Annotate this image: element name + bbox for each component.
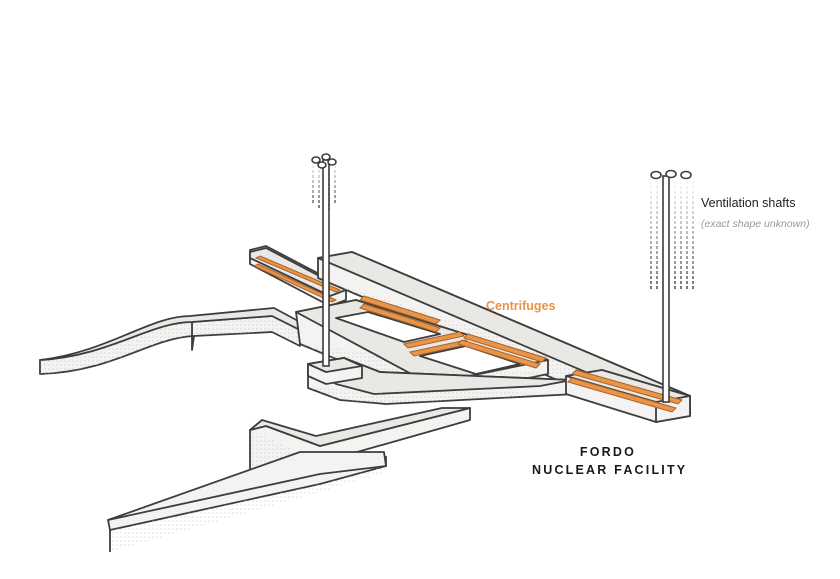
ventilation-shafts-note: (exact shape unknown): [701, 218, 810, 230]
facility-title-line2: NUCLEAR FACILITY: [532, 463, 688, 477]
centrifuges-label: Centrifuges: [486, 299, 556, 313]
facility-title-line1: FORDO: [579, 445, 637, 459]
centrifuge-cascades: [252, 255, 683, 413]
ventilation-shafts-left: [311, 153, 337, 367]
west-access-tunnel: [39, 307, 301, 375]
shaft-base: [307, 357, 363, 385]
ventilation-shafts-label: Ventilation shafts: [701, 196, 796, 210]
ventilation-shafts-right: [650, 169, 694, 403]
south-tunnel: [107, 407, 471, 552]
facility-title: FORDO NUCLEAR FACILITY: [532, 443, 688, 479]
